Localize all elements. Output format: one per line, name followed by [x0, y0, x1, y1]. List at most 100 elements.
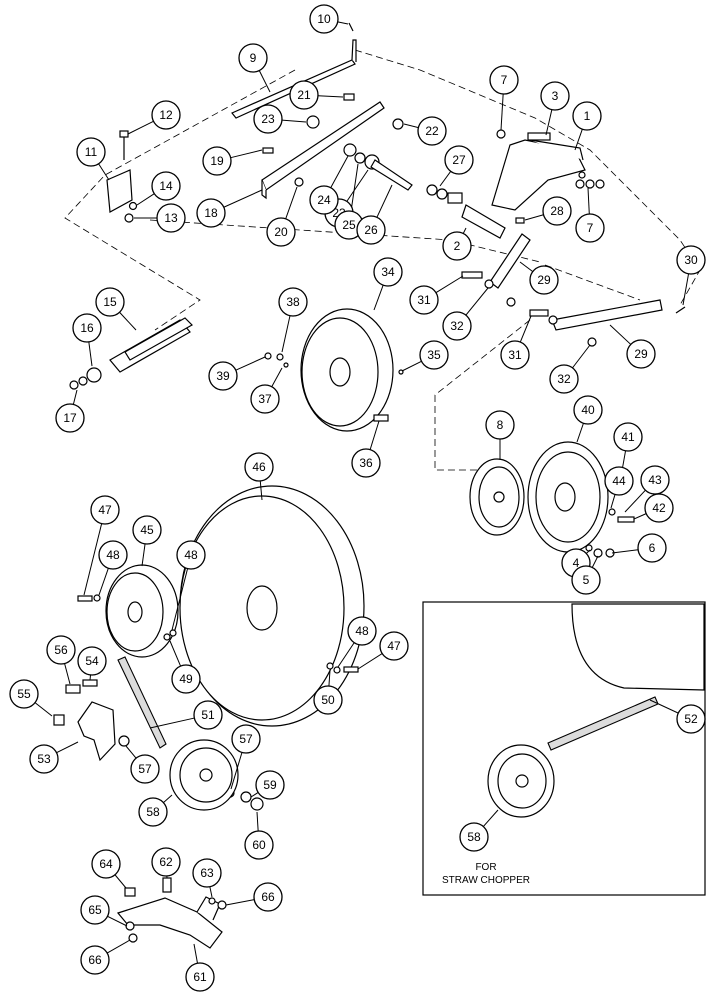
callout-number: 49	[179, 672, 193, 686]
callout-number: 29	[634, 347, 648, 361]
callout-number: 58	[467, 830, 481, 844]
inset-caption-line1: FOR	[475, 862, 496, 873]
bushing-23-upper	[306, 115, 320, 129]
callout-number: 36	[359, 456, 373, 470]
callout-circle	[46, 635, 76, 665]
callout-circle	[351, 448, 381, 478]
callout-number: 11	[85, 145, 98, 159]
key-28	[515, 217, 525, 224]
callout-number: 21	[297, 88, 311, 102]
callout-number: 31	[417, 293, 431, 307]
leader-line-32	[465, 287, 489, 316]
callout-circle	[573, 395, 603, 425]
callout-circle	[356, 215, 386, 245]
callout-29: 29	[529, 265, 559, 295]
callout-circle	[500, 340, 530, 370]
leader-line-24	[330, 155, 349, 188]
belt-51	[117, 656, 167, 749]
callout-7: 7	[489, 65, 519, 95]
washer-25	[354, 152, 366, 164]
callout-circle	[176, 540, 206, 570]
callout-9: 9	[238, 43, 268, 73]
callout-circle	[255, 770, 285, 800]
callout-number: 14	[159, 179, 173, 193]
leader-line-40	[576, 423, 584, 443]
callout-number: 56	[54, 643, 68, 657]
callout-29: 29	[626, 339, 656, 369]
leader-line-44	[610, 494, 616, 509]
callout-circle	[80, 945, 110, 975]
pin-19	[262, 147, 274, 154]
spring-15	[109, 317, 193, 373]
callout-circle	[676, 704, 706, 734]
callout-circle	[151, 100, 181, 130]
callout-47: 47	[379, 631, 409, 661]
callout-5: 5	[571, 565, 601, 595]
leader-line-60	[256, 811, 259, 832]
callout-number: 47	[98, 503, 112, 517]
leader-line-56	[64, 663, 71, 685]
leader-line-55	[34, 702, 53, 717]
leader-line-66	[106, 939, 131, 954]
leader-line-23	[346, 169, 369, 202]
callout-39: 39	[208, 361, 238, 391]
callout-circle	[95, 287, 125, 317]
callout-circle	[347, 616, 377, 646]
leader-line-31	[519, 315, 532, 343]
arm-1	[491, 139, 586, 211]
callout-number: 12	[159, 108, 173, 122]
leader-line-4	[585, 549, 591, 554]
callout-number: 2	[454, 239, 461, 253]
callout-circle	[250, 384, 280, 414]
callout-37: 37	[250, 384, 280, 414]
callout-number: 59	[263, 778, 277, 792]
callout-number: 4	[573, 556, 580, 570]
leader-line-42	[633, 513, 647, 520]
callout-number: 10	[317, 12, 331, 26]
callout-circle	[231, 724, 261, 754]
callout-number: 46	[252, 460, 266, 474]
callout-circle	[676, 245, 706, 275]
callout-22: 22	[417, 116, 447, 146]
callout-circle	[640, 465, 670, 495]
callout-circle	[604, 466, 634, 496]
leader-line-11	[98, 163, 110, 181]
callout-25: 25	[334, 210, 364, 240]
leader-line-49	[169, 640, 182, 667]
callout-circle	[417, 116, 447, 146]
callout-35: 35	[419, 340, 449, 370]
leader-line-12	[127, 120, 154, 135]
leader-line-66	[225, 899, 255, 906]
bolt-31-lower	[529, 309, 549, 317]
callout-number: 6	[649, 541, 656, 555]
leader-line-9	[258, 70, 271, 93]
callout-56: 56	[46, 635, 76, 665]
pulley-46	[179, 485, 365, 727]
callout-number: 18	[204, 206, 218, 220]
washer-7-upper	[496, 129, 506, 139]
leader-line-3	[545, 109, 553, 136]
callout-48: 48	[98, 540, 128, 570]
small-hardware-35-39	[264, 352, 404, 375]
leader-line-51	[149, 717, 195, 729]
callout-circle	[379, 631, 409, 661]
callout-number: 30	[684, 253, 698, 267]
callout-circle	[373, 257, 403, 287]
callout-circle	[238, 43, 268, 73]
callout-number: 20	[274, 225, 288, 239]
callout-23: 23	[253, 104, 283, 134]
callout-45: 45	[132, 515, 162, 545]
callout-30: 30	[676, 245, 706, 275]
callout-21: 21	[289, 80, 319, 110]
leader-line-1	[574, 129, 583, 151]
callout-number: 52	[684, 712, 698, 726]
callout-number: 13	[164, 211, 178, 225]
callout-number: 58	[146, 805, 160, 819]
pulley-8	[469, 458, 525, 536]
callout-24: 24	[309, 185, 339, 215]
callout-number: 55	[17, 687, 31, 701]
callout-57: 57	[231, 724, 261, 754]
callout-circle	[29, 744, 59, 774]
washer-16	[86, 367, 102, 383]
callout-61: 61	[185, 962, 215, 992]
